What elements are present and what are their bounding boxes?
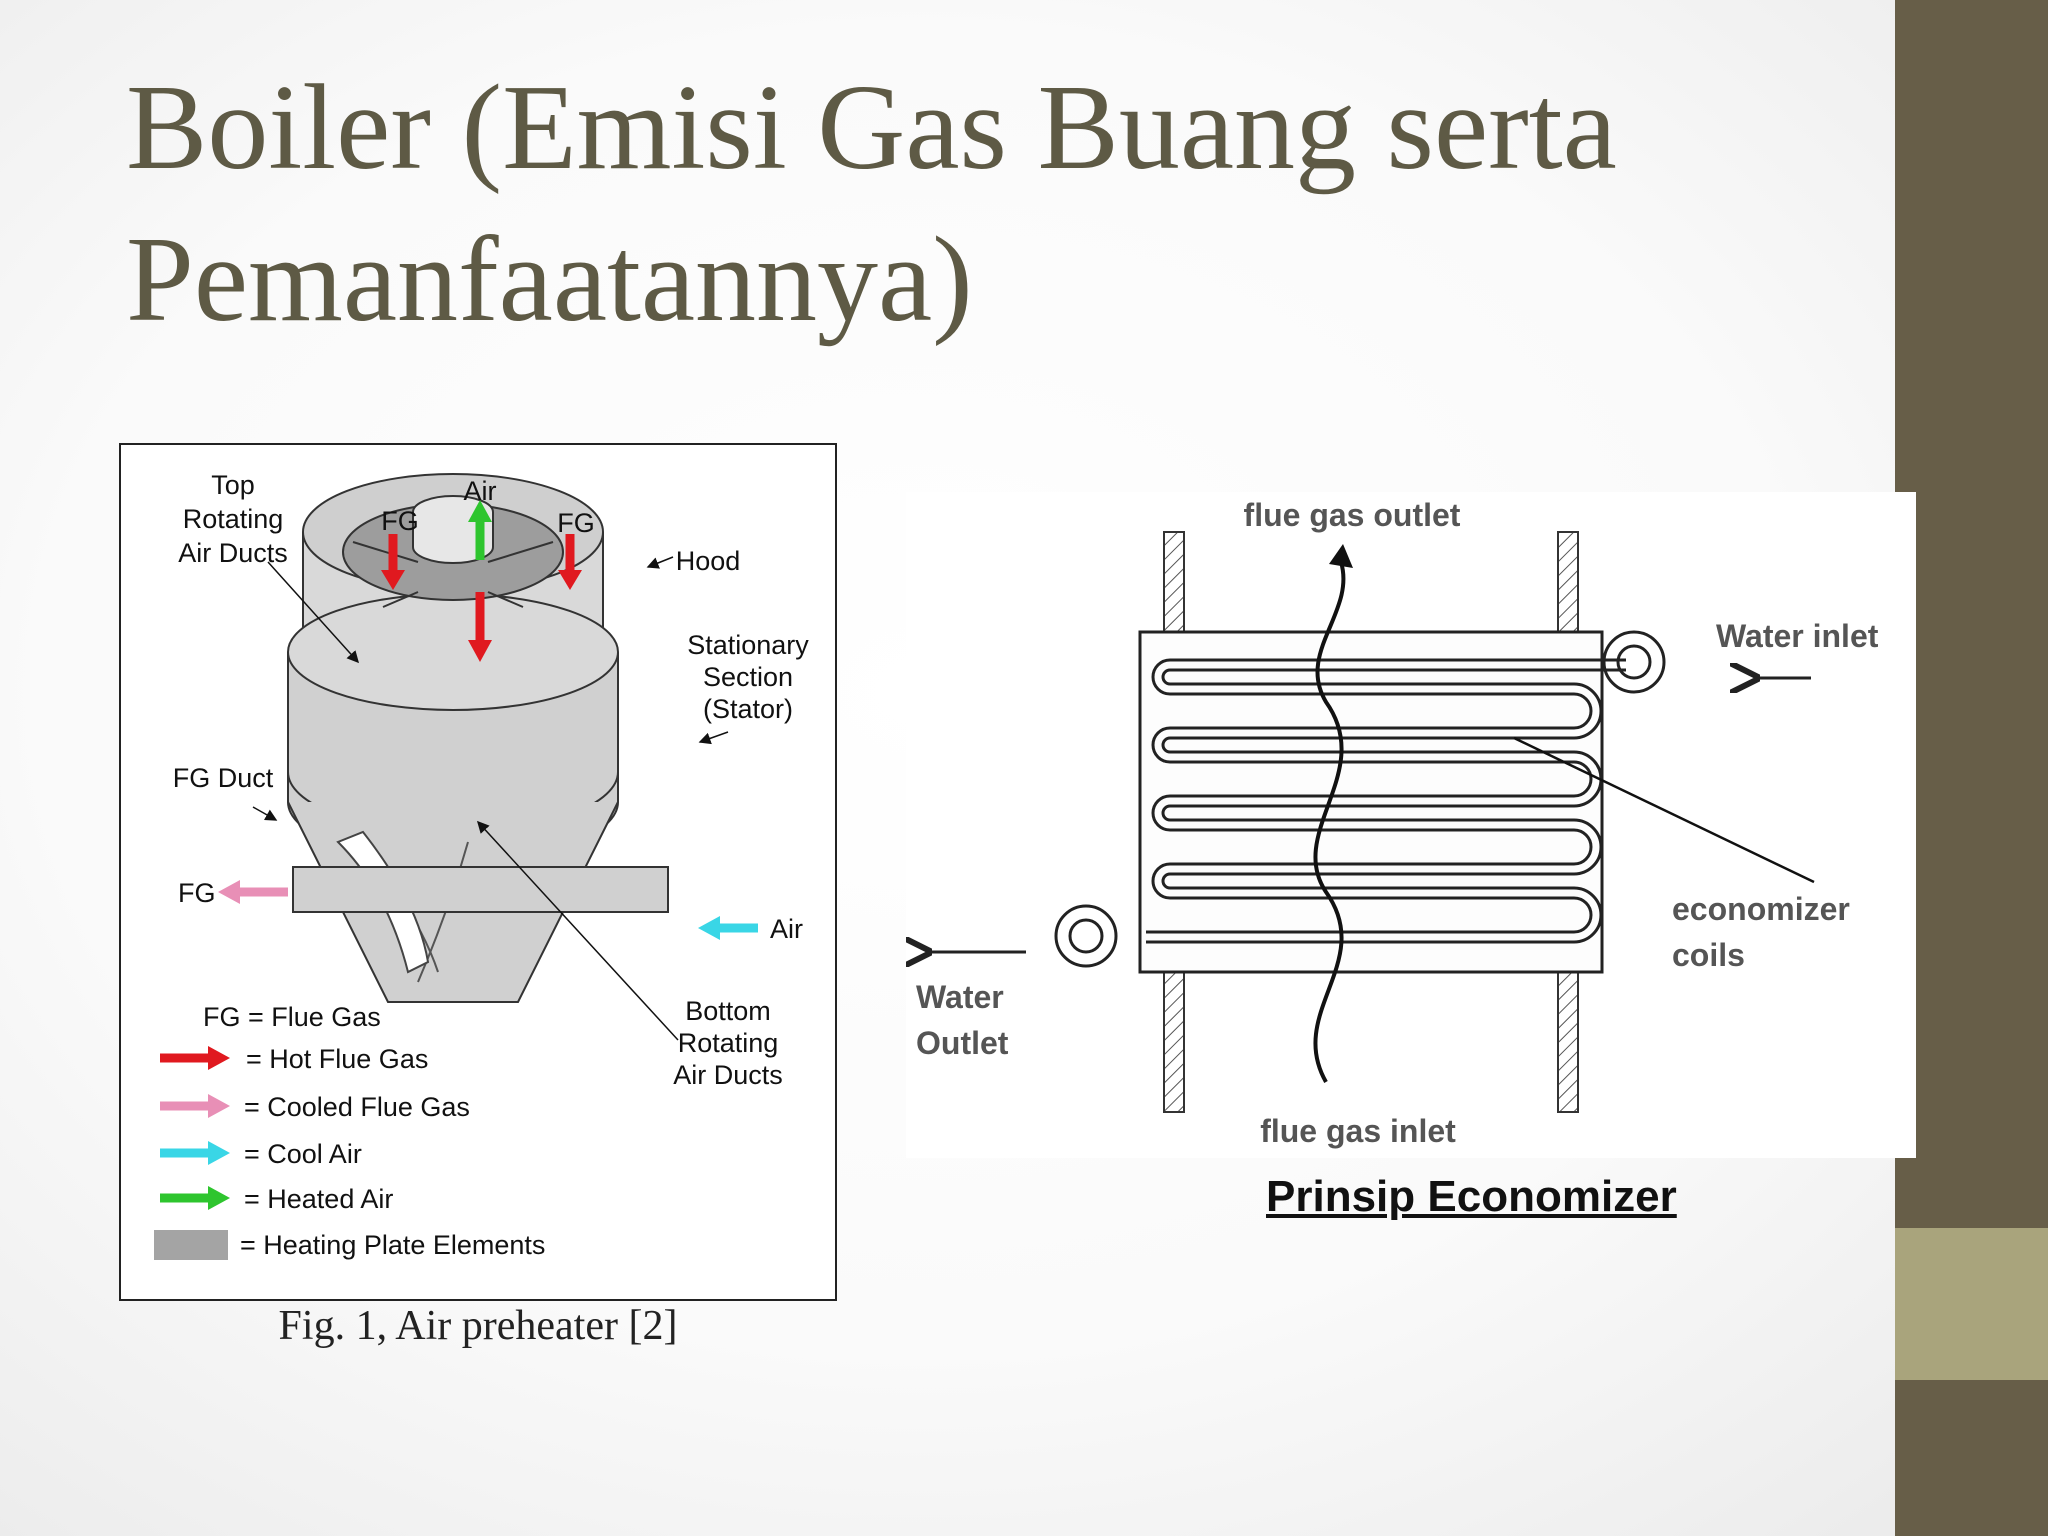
label-stator: (Stator)	[703, 694, 793, 724]
label-stationary: Stationary	[687, 630, 809, 660]
coils-pointer-line	[1513, 736, 1815, 884]
flue-gas-flow-arrow	[1313, 561, 1346, 1083]
air-preheater-caption: Fig. 1, Air preheater [2]	[278, 1303, 678, 1349]
label-flue-gas-outlet: flue gas outlet	[1244, 497, 1461, 533]
flow-arrows	[218, 500, 758, 940]
label-bottom-rotating: Rotating	[678, 1028, 779, 1058]
legend-label-cooled-flue-gas: = Cooled Flue Gas	[244, 1092, 470, 1122]
duct-walls	[1138, 531, 1604, 1113]
legend-label-cool-air: = Cool Air	[244, 1139, 362, 1169]
sidebar-accent-band	[1895, 1228, 2048, 1380]
economizer-caption: Prinsip Economizer	[1266, 1172, 1677, 1221]
label-fg-out: FG	[178, 878, 216, 908]
pointer-lines	[252, 556, 729, 1041]
water-inlet-header	[1602, 630, 1666, 694]
legend-label-hot-flue-gas: = Hot Flue Gas	[246, 1044, 428, 1074]
legend-label-heating-plate: = Heating Plate Elements	[240, 1230, 545, 1260]
label-economizer: economizer	[1672, 891, 1850, 927]
legend-fg-definition: FG = Flue Gas	[203, 1002, 381, 1032]
label-section: Section	[703, 662, 793, 692]
legend-label-heated-air: = Heated Air	[244, 1184, 393, 1214]
legend: FG = Flue Gas = Hot Flue Gas = Cooled Fl…	[154, 1002, 545, 1260]
slide-title: Boiler (Emisi Gas Buang serta Pemanfaata…	[126, 60, 1617, 347]
label-fg-duct: FG Duct	[173, 763, 274, 793]
gray-swatch-icon	[154, 1230, 228, 1260]
label-hood: Hood	[676, 546, 741, 576]
label-fg-right: FG	[557, 508, 595, 538]
legend-item: = Cooled Flue Gas	[160, 1092, 470, 1122]
label-air-in: Air	[770, 914, 803, 944]
label-coils: coils	[1672, 937, 1745, 973]
label-fg-left: FG	[381, 506, 419, 536]
economizer-diagram: flue gas outlet Water inlet economizer c…	[906, 492, 1916, 1158]
label-flue-gas-inlet: flue gas inlet	[1260, 1113, 1456, 1149]
legend-item: = Cool Air	[160, 1139, 362, 1169]
label-air-ducts: Air Ducts	[178, 538, 288, 568]
water-outlet-header	[1054, 904, 1118, 968]
label-rotating: Rotating	[183, 504, 284, 534]
label-water-inlet: Water inlet	[1716, 618, 1879, 654]
label-water: Water	[916, 979, 1004, 1015]
label-air-top: Air	[464, 476, 497, 506]
preheater-body	[287, 473, 669, 1003]
legend-item: = Heating Plate Elements	[154, 1230, 545, 1260]
label-top: Top	[211, 470, 255, 500]
air-preheater-diagram: Top Rotating Air Ducts FG Air FG Hood St…	[119, 443, 837, 1301]
economizer-coils	[1146, 658, 1626, 944]
label-bottom-air-ducts: Air Ducts	[673, 1060, 783, 1090]
label-outlet: Outlet	[916, 1025, 1009, 1061]
legend-item: = Heated Air	[160, 1184, 393, 1214]
label-bottom: Bottom	[685, 996, 771, 1026]
legend-item: = Hot Flue Gas	[160, 1044, 428, 1074]
